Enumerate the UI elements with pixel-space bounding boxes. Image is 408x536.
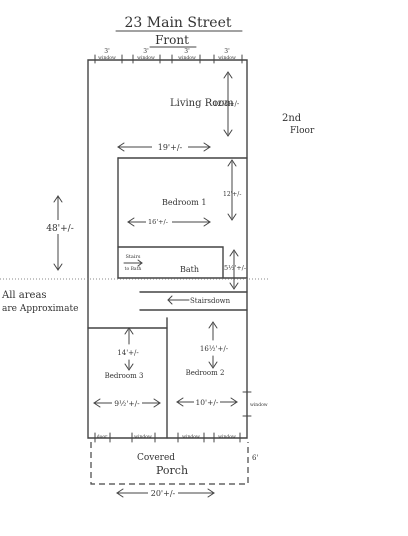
living-room-dim-h: 19'+/- — [158, 143, 183, 152]
note-line1: All areas — [1, 290, 47, 301]
floor-label-line2: Floor — [290, 126, 315, 136]
bedroom2-arrowheads-h — [176, 397, 238, 407]
front-windows: 3' window 3' window 3' window 3' window — [94, 48, 243, 64]
bedroom3-dim-h-bg — [112, 396, 142, 408]
porch-dim-v: 6' — [252, 454, 258, 462]
rear-opening-label: window — [134, 434, 152, 440]
bath-dim-v: 5½'+/- — [224, 264, 246, 272]
rear-opening-ticks — [94, 432, 241, 443]
bath-name: Bath — [180, 265, 199, 274]
note-line2: are Approximate — [2, 304, 78, 314]
outer-walls — [87, 59, 248, 439]
stairs-to-bath-line1: Stairs — [126, 254, 141, 260]
living-room-dim-v: 12½+/- — [213, 100, 240, 108]
front-window-size: 3' — [224, 48, 230, 55]
bedroom3-arrowhead-up — [124, 327, 134, 335]
rear-opening-label: window — [182, 434, 200, 440]
bedroom1-dim-h-bg — [146, 216, 172, 226]
front-window-label: window — [137, 55, 155, 61]
porch-dim-h: 20'+/- — [151, 489, 176, 498]
bedroom1-dim-h: 16'+/- — [148, 218, 168, 226]
plan-subtitle: Front — [155, 33, 189, 47]
floor-label-line1: 2nd — [282, 113, 302, 124]
bedroom1-name: Bedroom 1 — [162, 198, 206, 207]
rear-openings: door window window window — [94, 432, 241, 443]
living-room-name: Living Room — [170, 98, 234, 109]
bedroom3-arrowheads-h — [93, 398, 161, 408]
overall-depth-label: 48'+/- — [46, 224, 74, 234]
bedroom2-dim-h: 10'+/- — [196, 398, 219, 407]
bedroom1-arrowheads-v — [227, 159, 237, 221]
rear-opening-label: window — [218, 434, 236, 440]
porch-arrowheads-h — [116, 488, 215, 498]
front-window-label: window — [218, 55, 236, 61]
bedroom1-arrowheads-h — [127, 217, 211, 227]
living-room-dim-h-bg — [152, 140, 188, 152]
stairs-down-label: Stairsdown — [190, 297, 231, 305]
bedroom3-name: Bedroom 3 — [105, 372, 144, 380]
front-window-size: 3' — [143, 48, 149, 55]
front-window-size: 3' — [104, 48, 110, 55]
stairs-to-bath-arrowhead — [137, 259, 143, 267]
bedroom2-dim-h-bg — [194, 396, 220, 408]
stairs-down-arrowhead — [167, 295, 173, 305]
bedroom3-dim-h: 9½'+/- — [114, 399, 140, 408]
side-window-ticks — [242, 391, 252, 417]
front-window-ticks — [94, 54, 243, 64]
front-window-label: window — [178, 55, 196, 61]
bedroom2-arrowhead-up — [208, 321, 218, 329]
front-window-label: window — [98, 55, 116, 61]
porch-name-line1: Covered — [137, 453, 175, 463]
side-window-label: window — [250, 402, 268, 408]
plan-title: 23 Main Street — [125, 15, 232, 31]
living-room-arrowheads-h — [117, 142, 211, 152]
stairs-to-bath-line2: to Bath — [125, 266, 142, 272]
front-window-size: 3' — [184, 48, 190, 55]
porch-outline — [90, 442, 249, 485]
overall-depth-bg — [46, 220, 74, 234]
bedroom2-dim-v: 16½'+/- — [200, 345, 229, 353]
bath-arrowheads-v — [229, 249, 239, 290]
rear-opening-label: door — [97, 434, 108, 440]
bedroom2-name: Bedroom 2 — [186, 369, 225, 377]
overall-depth-arrowheads — [53, 195, 63, 271]
living-room-arrowheads-v — [223, 71, 233, 137]
bedroom3-dim-v: 14'+/- — [117, 349, 139, 357]
porch-name-line2: Porch — [156, 464, 188, 477]
bedroom2-arrowhead-down — [208, 361, 218, 369]
wall-bedroom1-bath — [117, 246, 224, 279]
porch-dim-h-bg — [148, 486, 178, 498]
bedroom3-arrowhead-down — [124, 363, 134, 371]
